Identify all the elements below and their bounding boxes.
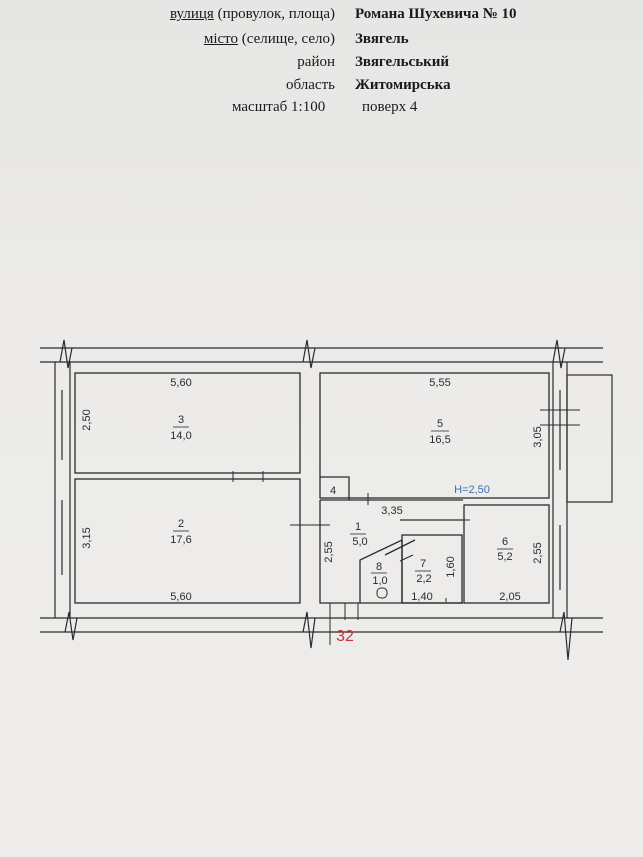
scale-label: масштаб 1:100	[232, 99, 326, 115]
ceiling-height: H=2,50	[454, 484, 490, 496]
room-4-number: 4	[330, 485, 336, 497]
dimension-labels: 5,60 2,50 5,60 3,15 5,55 3,05 3,35 2,55 …	[81, 377, 544, 603]
room-4-outline	[320, 476, 350, 501]
district-value: Звягельський	[355, 54, 450, 70]
room-7-outline	[401, 534, 463, 604]
dim-room1-height: 2,55	[323, 541, 335, 562]
room-5-area: 16,5	[429, 434, 450, 446]
room-6-outline	[463, 504, 550, 604]
dim-room6-height: 2,55	[532, 542, 544, 563]
room-2-outline	[74, 478, 301, 604]
apartment-number: 32	[336, 628, 354, 645]
dim-room5-height: 3,05	[532, 426, 544, 447]
street-label: вулиця (провулок, площа)	[169, 6, 335, 22]
dim-room3-width: 5,60	[170, 377, 191, 389]
region-value: Житомирська	[355, 77, 451, 93]
dim-room5-width: 5,55	[429, 377, 450, 389]
room-walls	[74, 372, 550, 604]
room-6-number: 6	[502, 536, 508, 548]
district-label: район	[297, 54, 335, 70]
door-marks	[232, 409, 580, 645]
dim-room7-height: 1,60	[445, 556, 457, 577]
room-3-outline	[74, 372, 301, 474]
room-8-number: 8	[376, 561, 382, 573]
room-labels: 3 14,0 2 17,6 5 16,5 1 5,0 4 6 5,2 7 2,2…	[170, 414, 513, 587]
room-7-number: 7	[420, 558, 426, 570]
room-2-number: 2	[178, 518, 184, 530]
room-5-outline	[319, 372, 550, 499]
dim-room2-width: 5,60	[170, 591, 191, 603]
room-1-number: 1	[355, 521, 361, 533]
floor-label: поверх 4	[362, 99, 418, 115]
street-value: Романа Шухевича № 10	[355, 6, 517, 22]
dim-room6-width: 2,05	[499, 591, 520, 603]
outer-walls	[40, 339, 613, 661]
city-label: місто (селище, село)	[203, 31, 335, 47]
room-3-area: 14,0	[170, 430, 191, 442]
city-value: Звягель	[355, 31, 409, 47]
region-label: область	[286, 77, 335, 93]
dim-room1-width: 3,35	[381, 505, 402, 517]
room-6-area: 5,2	[497, 551, 512, 563]
room-2-area: 17,6	[170, 534, 191, 546]
room-7-area: 2,2	[416, 573, 431, 585]
room-5-number: 5	[437, 418, 443, 430]
room-1-area: 5,0	[352, 536, 367, 548]
room-8-area: 1,0	[372, 575, 387, 587]
room-3-number: 3	[178, 414, 184, 426]
dim-room3-height: 2,50	[81, 409, 93, 430]
dim-room7-width: 1,40	[411, 591, 432, 603]
dim-room2-height: 3,15	[81, 527, 93, 548]
